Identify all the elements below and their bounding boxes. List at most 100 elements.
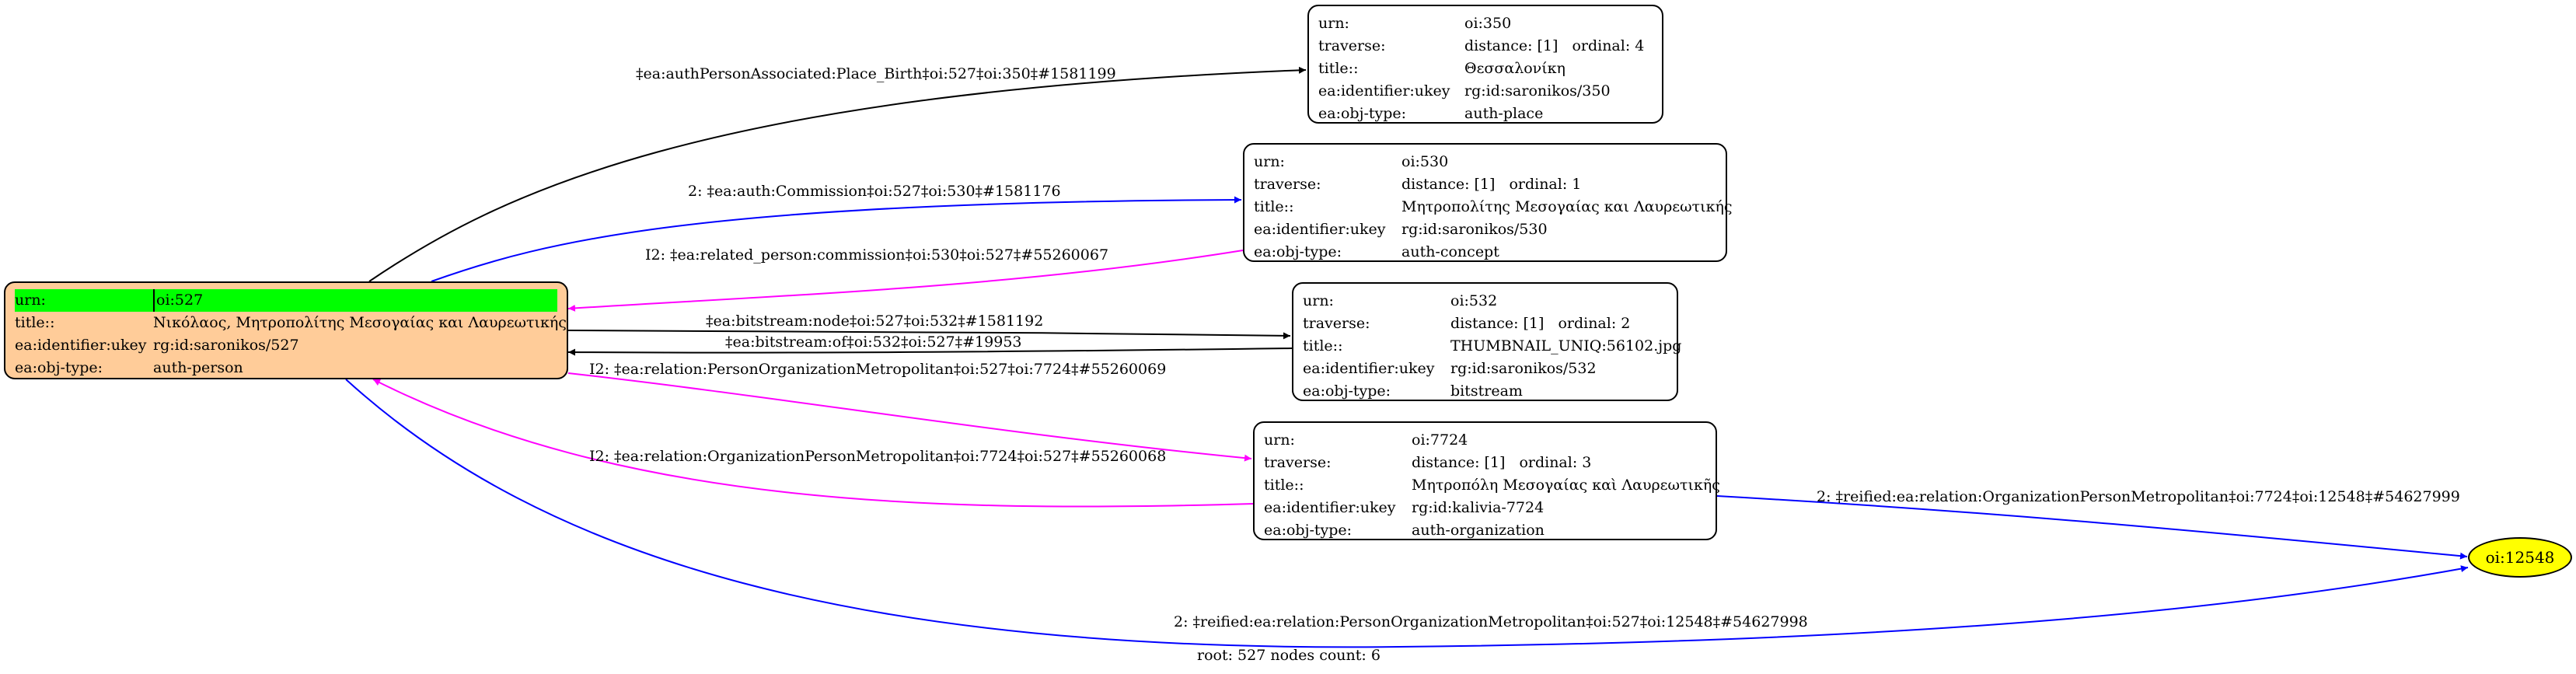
row-value: rg:id:saronikos/532 xyxy=(1450,360,1597,377)
row-key: urn: xyxy=(1264,431,1295,449)
ordinal-value: ordinal: 4 xyxy=(1572,37,1645,54)
row-key: ea:obj-type: xyxy=(1264,522,1353,539)
row-key: ea:identifier:ukey xyxy=(1318,82,1450,100)
row-key: title:: xyxy=(15,314,55,331)
row-key: ea:obj-type: xyxy=(15,359,103,376)
row-key: ea:identifier:ukey xyxy=(1254,221,1386,238)
row-value: rg:id:saronikos/350 xyxy=(1464,82,1611,100)
node-row-title: title:: Νικόλαος, Μητροπολίτης Μεσογαίας… xyxy=(15,312,567,334)
edge-527-7724 xyxy=(567,372,1252,462)
edge-label-530-527: I2: ‡ea:related_person:commission‡oi:530… xyxy=(645,246,1109,264)
row-value: distance: [1] ordinal: 4 xyxy=(1464,35,1653,58)
row-key: traverse: xyxy=(1254,176,1321,193)
row-key: title:: xyxy=(1264,477,1304,494)
node-oi-527[interactable]: urn: oi:527 title:: Νικόλαος, Μητροπολίτ… xyxy=(4,281,568,379)
ordinal-value: ordinal: 3 xyxy=(1519,454,1592,471)
row-value: Θεσσαλονίκη xyxy=(1464,60,1565,77)
row-value: Νικόλαος, Μητροπολίτης Μεσογαίας και Λαυ… xyxy=(153,314,567,331)
node-row-traverse: traverse: distance: [1] ordinal: 3 xyxy=(1264,452,1706,474)
edge-label-527-532: ‡ea:bitstream:node‡oi:527‡oi:532‡#158119… xyxy=(706,313,1044,330)
node-row-ukey: ea:identifier:ukey rg:id:saronikos/350 xyxy=(1318,80,1653,103)
node-row-urn: urn: oi:527 xyxy=(15,289,557,312)
edge-7724-527 xyxy=(372,379,1254,508)
node-row-type: ea:obj-type: auth-concept xyxy=(1254,241,1716,264)
row-key: traverse: xyxy=(1264,454,1332,471)
node-row-type: ea:obj-type: bitstream xyxy=(1303,380,1667,403)
node-oi-350[interactable]: urn:oi:350 traverse:distance: [1]ordinal… xyxy=(1307,5,1663,124)
row-value: oi:7724 xyxy=(1412,431,1468,449)
edge-label-527-7724: I2: ‡ea:relation:PersonOrganizationMetro… xyxy=(589,361,1167,378)
node-row-urn: urn: oi:532 xyxy=(1303,290,1667,313)
row-value: Μητροπολίτης Μεσογαίας και Λαυρεωτικής xyxy=(1401,198,1733,215)
edge-527-350 xyxy=(368,66,1307,282)
node-row-title: title::Θεσσαλονίκη xyxy=(1318,58,1653,80)
row-key: urn: xyxy=(1254,153,1285,170)
row-value: Μητροπόλη Μεσογαίας καὶ Λαυρεωτικῆς xyxy=(1412,477,1720,494)
edge-527-530 xyxy=(431,196,1242,282)
row-value: oi:527 xyxy=(153,289,557,312)
row-key: ea:obj-type: xyxy=(1318,105,1407,122)
row-key: ea:obj-type: xyxy=(1303,382,1391,400)
node-row-ukey: ea:identifier:ukey rg:id:saronikos/532 xyxy=(1303,358,1667,380)
node-row-type: ea:obj-type: auth-organization xyxy=(1264,519,1706,542)
edge-7724-12548 xyxy=(1716,495,2468,560)
node-row-ukey: ea:identifier:ukey rg:id:kalivia-7724 xyxy=(1264,497,1706,519)
row-value: bitstream xyxy=(1450,382,1523,400)
row-value: distance: [1] ordinal: 3 xyxy=(1412,452,1706,474)
node-row-title: title::Μητροπολίτης Μεσογαίας και Λαυρεω… xyxy=(1254,196,1732,218)
row-value: oi:532 xyxy=(1450,292,1498,309)
row-value: THUMBNAIL_UNIQ:56102.jpg xyxy=(1450,337,1682,354)
row-key: ea:identifier:ukey xyxy=(1303,360,1435,377)
row-value: rg:id:saronikos/530 xyxy=(1401,221,1548,238)
node-row-urn: urn: oi:7724 xyxy=(1264,429,1706,452)
ordinal-value: ordinal: 1 xyxy=(1509,176,1582,193)
node-row-title: title::Μητροπόλη Μεσογαίας καὶ Λαυρεωτικ… xyxy=(1264,474,1720,497)
row-value: auth-concept xyxy=(1401,243,1499,260)
row-value: auth-person xyxy=(153,359,243,376)
graph-footer: root: 527 nodes count: 6 xyxy=(1197,647,1380,664)
row-key: title:: xyxy=(1318,60,1359,77)
row-key: urn: xyxy=(15,292,46,309)
row-value: rg:id:kalivia-7724 xyxy=(1412,499,1545,516)
edge-label-527-12548: 2: ‡reified:ea:relation:PersonOrganizati… xyxy=(1174,613,1808,630)
distance-value: distance: [1] xyxy=(1450,315,1545,332)
row-value: oi:530 xyxy=(1401,153,1449,170)
node-oi-12548[interactable]: oi:12548 xyxy=(2468,537,2572,578)
row-key: ea:identifier:ukey xyxy=(15,337,147,354)
edge-label-7724-12548: 2: ‡reified:ea:relation:OrganizationPers… xyxy=(1817,488,2460,505)
node-row-traverse: traverse:distance: [1]ordinal: 2 xyxy=(1303,313,1667,335)
edge-527-532 xyxy=(567,330,1291,340)
edge-530-527 xyxy=(567,250,1244,312)
node-label: oi:12548 xyxy=(2485,548,2555,567)
node-oi-7724[interactable]: urn: oi:7724 traverse: distance: [1] ordina… xyxy=(1253,421,1720,542)
row-key: ea:identifier:ukey xyxy=(1264,499,1396,516)
row-value: auth-organization xyxy=(1412,522,1545,539)
row-value: auth-place xyxy=(1464,105,1544,122)
node-row-ukey: ea:identifier:ukey rg:id:saronikos/527 xyxy=(15,334,557,357)
node-oi-530[interactable]: urn: oi:530 traverse: distance: [1]ordinal… xyxy=(1243,143,1732,264)
node-oi-532[interactable]: urn:oi:532 traverse:distance: [1]ordinal… xyxy=(1292,282,1681,403)
node-row-urn: urn:oi:350 xyxy=(1318,12,1653,35)
distance-value: distance: [1] xyxy=(1464,37,1559,54)
node-row-title: title::THUMBNAIL_UNIQ:56102.jpg xyxy=(1303,335,1681,358)
row-value: rg:id:saronikos/527 xyxy=(153,337,299,354)
edge-527-12548 xyxy=(345,379,2469,648)
node-row-traverse: traverse: distance: [1]ordinal: 1 xyxy=(1254,173,1716,196)
edge-532-527 xyxy=(567,347,1293,356)
row-key: title:: xyxy=(1303,337,1343,354)
node-row-traverse: traverse:distance: [1]ordinal: 4 xyxy=(1318,35,1653,58)
row-key: ea:obj-type: xyxy=(1254,243,1342,260)
row-value: distance: [1] ordinal: 2 xyxy=(1450,313,1667,335)
row-key: urn: xyxy=(1303,292,1334,309)
row-key: title:: xyxy=(1254,198,1294,215)
distance-value: distance: [1] xyxy=(1412,454,1506,471)
node-row-ukey: ea:identifier:ukey rg:id:saronikos/530 xyxy=(1254,218,1716,241)
edge-label-527-530: 2: ‡ea:auth:Commission‡oi:527‡oi:530‡#15… xyxy=(688,183,1061,200)
edge-label-7724-527: I2: ‡ea:relation:OrganizationPersonMetro… xyxy=(589,448,1167,465)
node-row-type: ea:obj-type: auth-place xyxy=(1318,103,1653,125)
edge-label-527-350: ‡ea:authPersonAssociated:Place_Birth‡oi:… xyxy=(636,65,1116,82)
row-value: distance: [1]ordinal: 1 xyxy=(1401,173,1716,196)
node-row-type: ea:obj-type: auth-person xyxy=(15,357,557,379)
ordinal-value: ordinal: 2 xyxy=(1558,315,1631,332)
